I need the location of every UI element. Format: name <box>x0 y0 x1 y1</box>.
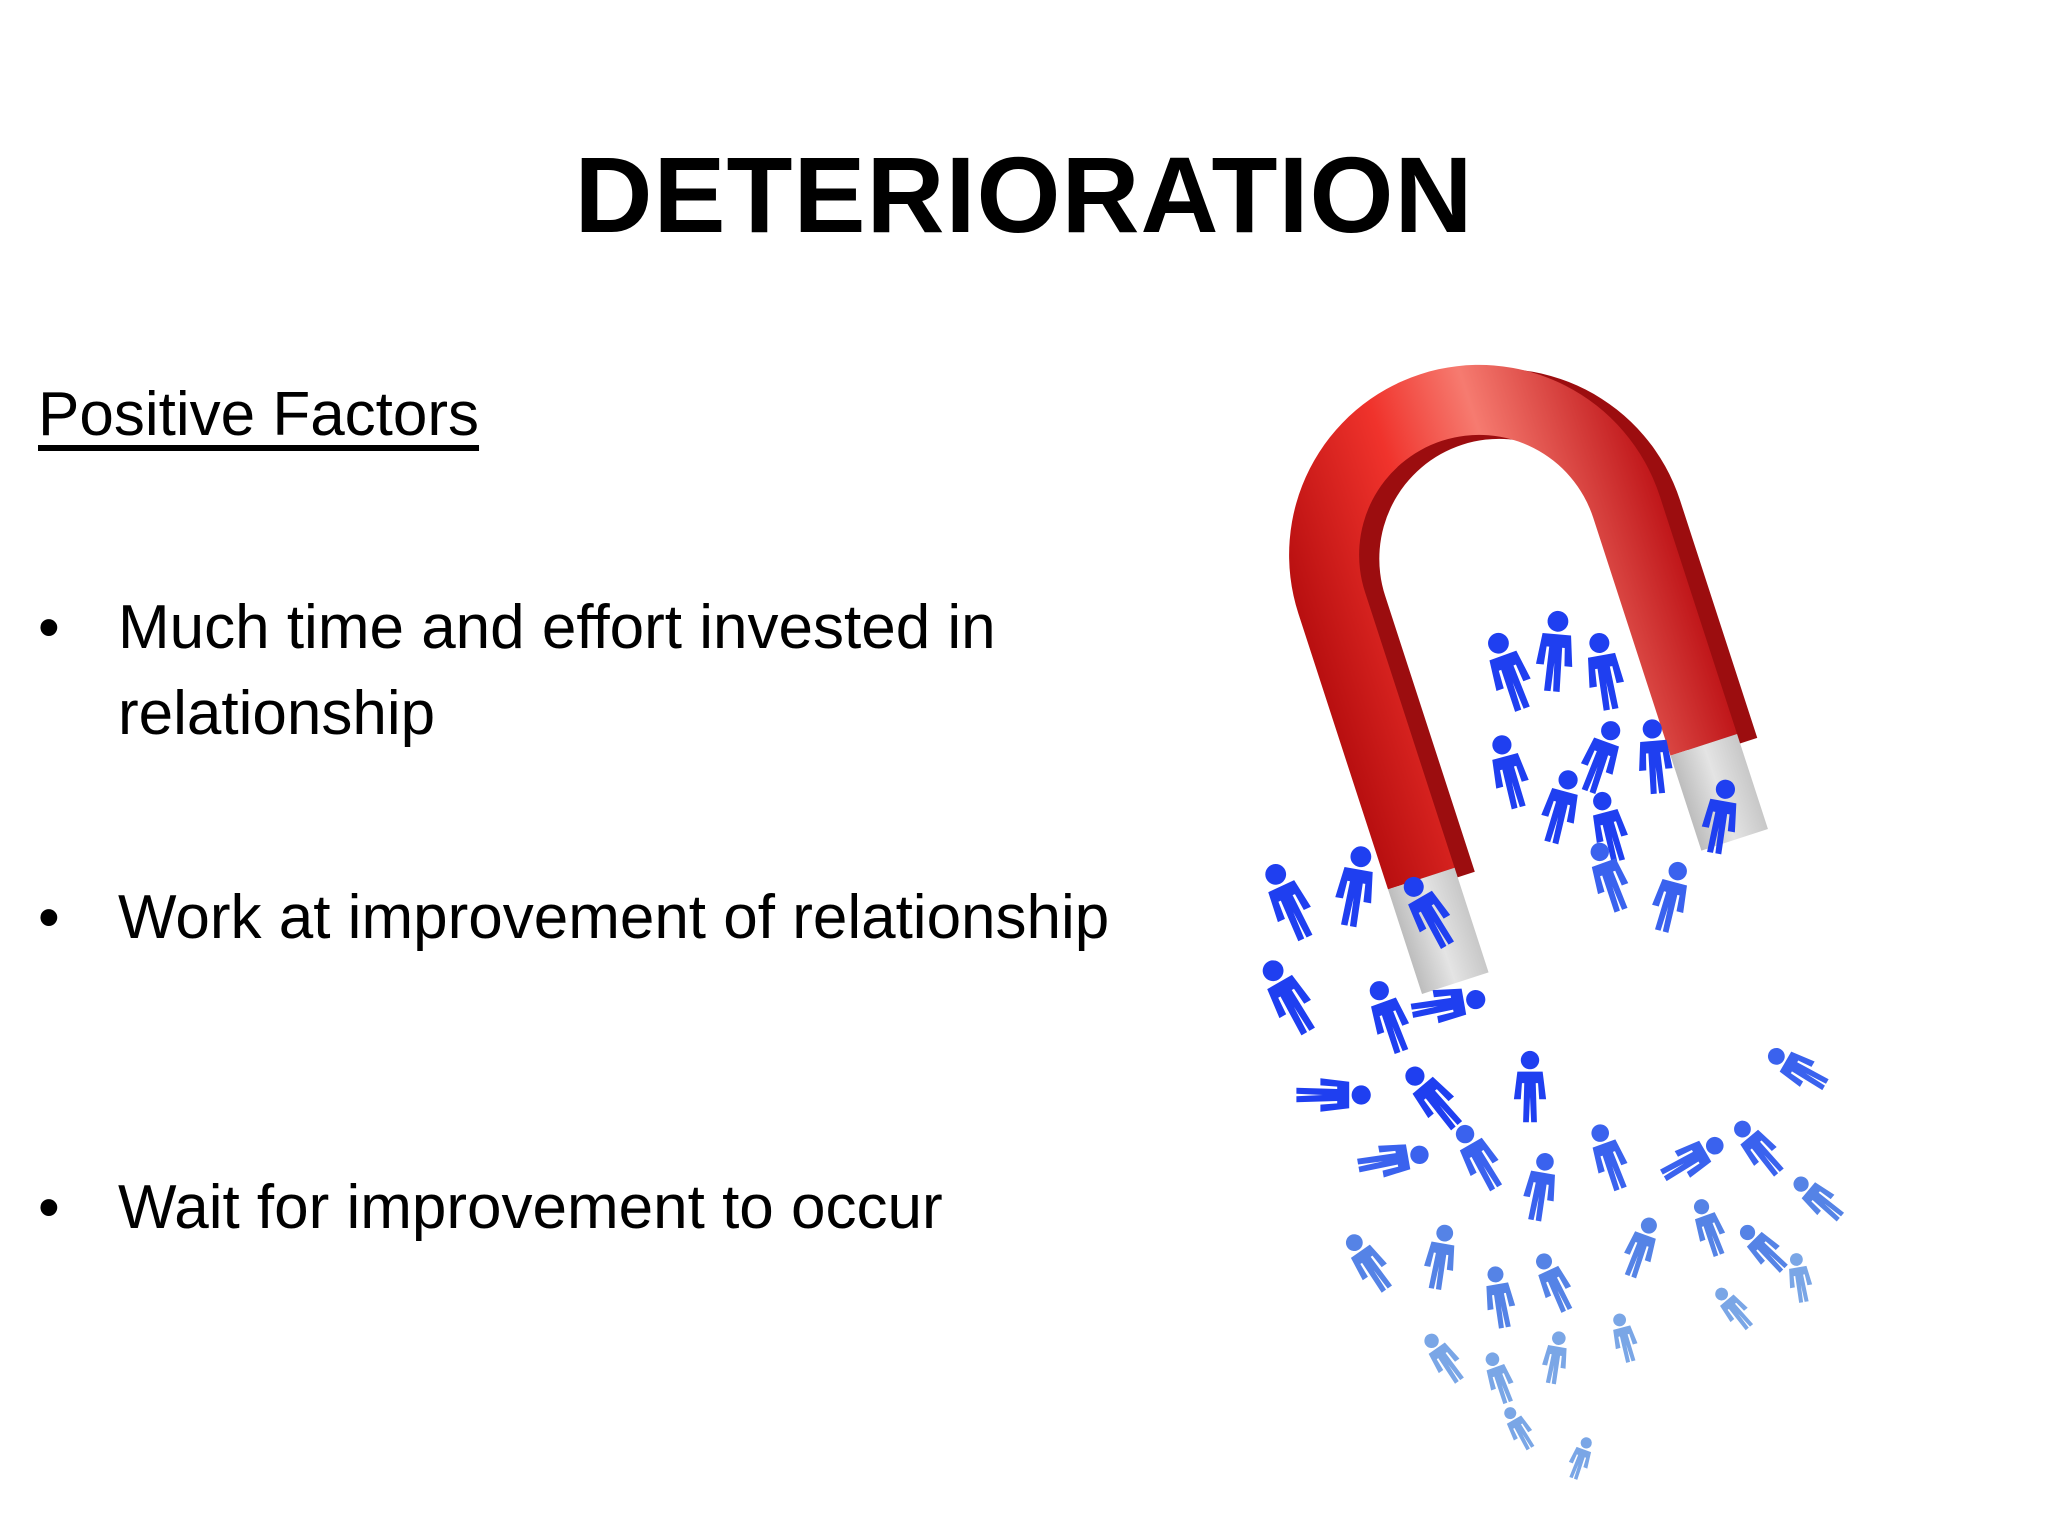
slide-title: DETERIORATION <box>574 134 1474 255</box>
bullet-text: Much time and effort invested in relatio… <box>118 593 996 748</box>
magnet-attracting-people-icon <box>1252 364 1849 1482</box>
magnet-icon <box>1289 364 1768 995</box>
bullet-text: Work at improvement of relationship <box>118 883 1110 952</box>
bullet-dot: • <box>38 593 60 662</box>
bullet-dot: • <box>38 1173 60 1242</box>
bullet-dot: • <box>38 883 60 952</box>
bullet-text: Wait for improvement to occur <box>118 1173 943 1242</box>
subheading-positive-factors: Positive Factors <box>38 380 480 449</box>
